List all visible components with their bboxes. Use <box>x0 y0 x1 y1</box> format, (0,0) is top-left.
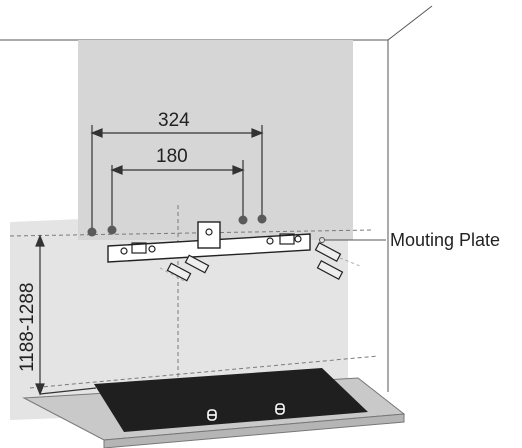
mounting-plate <box>107 221 311 263</box>
dim-180-label: 180 <box>156 146 188 167</box>
guide-lines <box>9 205 379 389</box>
hood-chimney <box>78 40 353 240</box>
callout-leader <box>319 237 386 243</box>
dim-height-label: 1188-1288 <box>17 283 38 372</box>
burner-icon <box>207 403 285 421</box>
screw-right <box>314 242 361 280</box>
dim-324-label: 324 <box>158 110 190 131</box>
mounting-plate-label: Mouting Plate <box>390 230 500 250</box>
drill-hole <box>257 214 267 224</box>
cooktop <box>94 368 368 432</box>
drill-hole <box>107 225 117 235</box>
dimension-180 <box>110 160 245 226</box>
screw-left <box>159 262 192 283</box>
drill-holes <box>87 214 267 237</box>
dimension-height <box>35 234 97 396</box>
dimension-324 <box>90 125 264 228</box>
drill-hole <box>87 227 97 237</box>
screw-left-2 <box>184 254 210 274</box>
drill-hole <box>238 215 248 225</box>
